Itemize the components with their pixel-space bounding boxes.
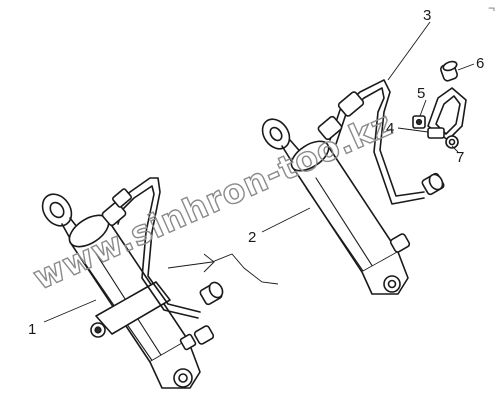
side-fitting-2b (421, 172, 445, 196)
callout-3: 3 (423, 7, 431, 24)
cylinder-assembly-1 (41, 177, 224, 389)
bottom-eye-1 (149, 339, 201, 389)
cylinder-assembly-2 (261, 79, 445, 295)
pipe-1 (101, 177, 201, 319)
side-fitting-1b (199, 281, 224, 306)
leader-lines (43, 21, 475, 323)
callout-7: 7 (456, 149, 464, 166)
corner-mark: ¬ (488, 1, 495, 15)
cylinder-body-2 (290, 140, 399, 285)
side-fitting-2a (389, 233, 411, 253)
callout-2: 2 (248, 229, 256, 246)
loop-clamp-4 (427, 87, 467, 141)
side-fitting-1a (179, 325, 215, 351)
callout-1: 1 (28, 321, 36, 338)
callout-6: 6 (476, 55, 484, 72)
callout-5: 5 (417, 85, 425, 102)
top-eye-fitting-1 (41, 193, 85, 243)
callout-4: 4 (386, 120, 394, 137)
callout-labels: 1 2 3 4 5 6 7 (28, 7, 484, 338)
top-eye-fitting-2 (261, 118, 305, 163)
nut-5 (412, 115, 426, 129)
assembly-relation-arrow (167, 253, 279, 285)
sleeve-6 (440, 60, 458, 82)
washer-7 (445, 135, 459, 149)
bottom-eye-2 (361, 251, 409, 295)
clamp-band-1 (90, 281, 171, 338)
pipe-2 (317, 79, 425, 205)
